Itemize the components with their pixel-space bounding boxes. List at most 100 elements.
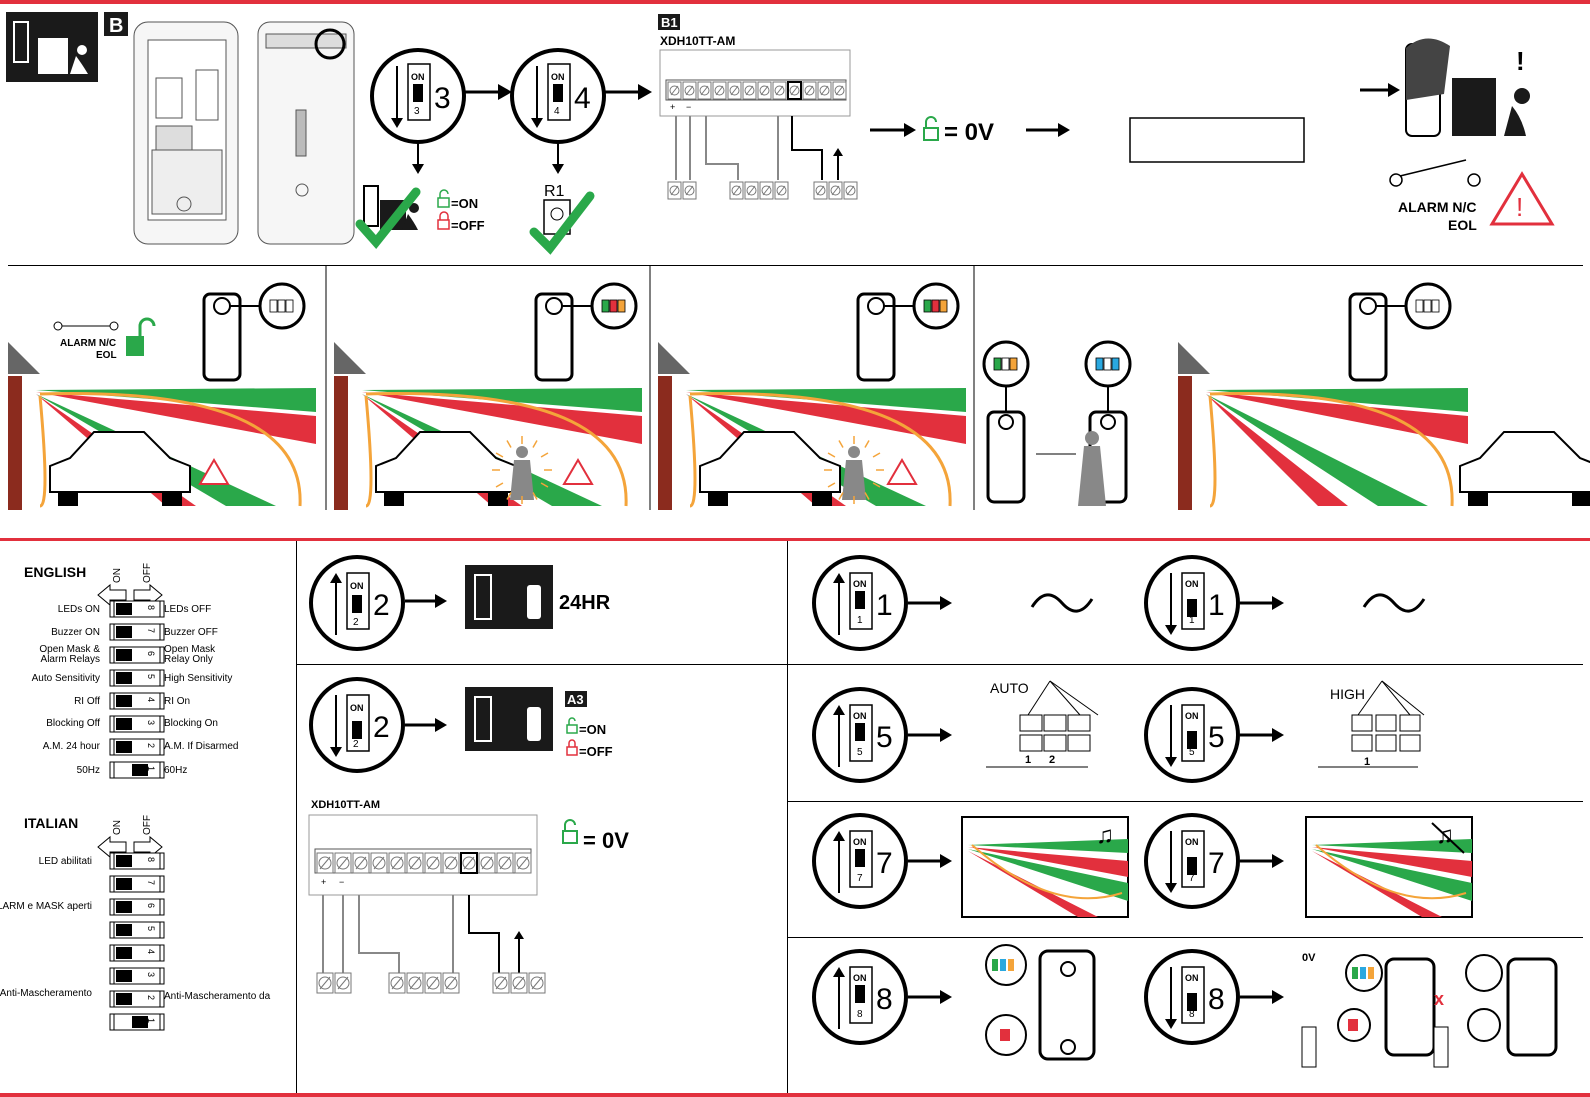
dip2-down-circle: ON 2 2 — [309, 677, 405, 773]
auto-zones-icon — [986, 680, 1099, 768]
terminal-screw — [370, 852, 388, 874]
dip-switch — [109, 600, 165, 618]
blank-box — [1129, 117, 1305, 163]
terminal-screw — [682, 181, 697, 200]
terminal-screw — [757, 81, 772, 100]
green-check-icon — [355, 187, 421, 249]
svg-text:=ON: =ON — [451, 196, 478, 211]
svg-text:4: 4 — [554, 106, 560, 117]
terminal-screw — [334, 852, 352, 874]
terminal-screw — [316, 972, 334, 994]
en-left-label: LEDs ON — [57, 604, 100, 615]
svg-text:EOL: EOL — [96, 350, 117, 361]
svg-text:XDH10TT-AM: XDH10TT-AM — [311, 799, 380, 811]
svg-text:6: 6 — [146, 651, 156, 656]
svg-text:5: 5 — [1189, 747, 1195, 758]
svg-text:ON: ON — [853, 579, 867, 589]
svg-text:3: 3 — [414, 106, 420, 117]
terminal-screws-bottom — [667, 181, 858, 200]
tilde-icon-1 — [1030, 593, 1094, 613]
svg-text:1: 1 — [857, 615, 863, 626]
svg-text:2: 2 — [353, 739, 359, 750]
svg-text:ON: ON — [1185, 837, 1199, 847]
svg-text:2: 2 — [373, 711, 390, 744]
detection-scene — [334, 282, 642, 510]
detection-scene — [1178, 282, 1590, 510]
svg-text:5: 5 — [857, 747, 863, 758]
svg-text:!: ! — [1516, 192, 1523, 222]
svg-text:7: 7 — [1189, 873, 1195, 884]
dip4-switch-circle: ON 4 4 — [510, 48, 606, 144]
svg-text:HIGH: HIGH — [1330, 686, 1365, 702]
svg-text:ON: ON — [1185, 579, 1199, 589]
dip-switch — [109, 967, 165, 985]
en-right-label: 60Hz — [164, 765, 188, 776]
buzzer-off-scene: ♫ — [1305, 816, 1473, 918]
dip-switch — [109, 898, 165, 916]
svg-text:7: 7 — [857, 873, 863, 884]
dip2-up-circle: ON 2 2 — [309, 555, 405, 651]
terminal-screw — [528, 972, 546, 994]
terminal-screw — [843, 181, 858, 200]
svg-text:ON: ON — [411, 72, 425, 82]
it-label-alarm-mask: ALARM e MASK aperti — [0, 901, 92, 912]
dip-switch — [109, 623, 165, 641]
svg-text:1: 1 — [146, 1018, 156, 1023]
svg-text:=ON: =ON — [579, 722, 606, 737]
svg-text:2: 2 — [146, 743, 156, 748]
terminal-screw — [424, 972, 442, 994]
top-red-rule — [0, 0, 1590, 4]
svg-text:1: 1 — [146, 766, 156, 771]
dip-switch — [109, 761, 165, 779]
middle-red-rule — [0, 538, 1590, 541]
terminal-screw — [510, 972, 528, 994]
svg-text:+: + — [670, 102, 675, 112]
terminal-screw — [744, 181, 759, 200]
terminal-screw — [424, 852, 442, 874]
svg-text:A3: A3 — [567, 692, 584, 707]
svg-text:3: 3 — [146, 720, 156, 725]
svg-text:!: ! — [1516, 46, 1525, 76]
lock-red-icon — [437, 211, 450, 230]
b-badge-text: B — [109, 15, 123, 37]
svg-text:1: 1 — [876, 589, 893, 622]
terminal-screw — [316, 852, 334, 874]
model-label: XDH10TT-AM — [660, 34, 735, 48]
en-left-label: Auto Sensitivity — [31, 673, 100, 684]
terminal-screw — [406, 972, 424, 994]
svg-text:7: 7 — [146, 880, 156, 885]
svg-text:4: 4 — [146, 697, 156, 702]
terminal-screw — [712, 81, 727, 100]
terminal-screw — [496, 852, 514, 874]
right-divider-2 — [787, 801, 1583, 802]
terminal-screw — [492, 972, 510, 994]
terminal-screw — [667, 181, 682, 200]
terminal-screw — [787, 81, 802, 100]
en-left-label: Alarm Relays — [40, 654, 100, 665]
dip-switch — [109, 692, 165, 710]
svg-text:ON: ON — [853, 837, 867, 847]
english-title: ENGLISH — [24, 564, 87, 580]
svg-text:5: 5 — [1208, 721, 1225, 754]
svg-text:2: 2 — [146, 995, 156, 1000]
en-left-label: A.M. 24 hour — [42, 741, 100, 752]
en-right-label: LEDs OFF — [164, 604, 212, 615]
terminal-screw — [388, 972, 406, 994]
terminal-screw — [334, 972, 352, 994]
middle-column: ON 2 2 24HR ON 2 2 A3 =ON =OFF XDH10TT-A… — [308, 555, 629, 994]
en-left-label: Open Mask & — [39, 644, 100, 655]
svg-text:ON: ON — [853, 973, 867, 983]
terminal-screw — [667, 81, 682, 100]
led-on-detector — [985, 944, 1096, 1061]
24hr-label: 24HR — [559, 592, 611, 614]
dip-circle-1-up: ON 1 1 — [812, 555, 952, 651]
right-divider-1 — [787, 664, 1583, 665]
masked-detector-image: ! — [1405, 38, 1530, 137]
svg-text:ON: ON — [853, 711, 867, 721]
dip-switch — [109, 738, 165, 756]
